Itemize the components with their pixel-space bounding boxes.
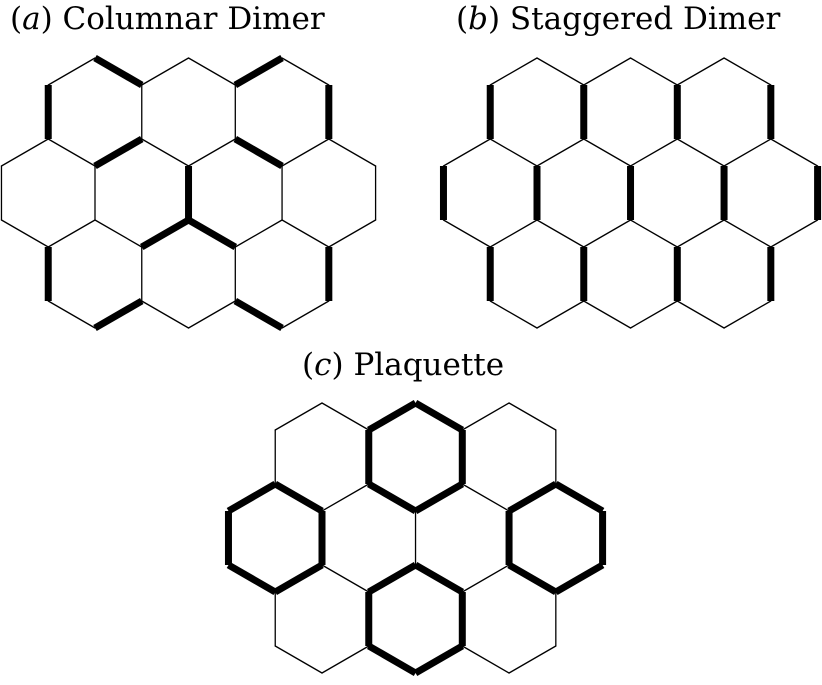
panel-b-bond <box>536 57 585 86</box>
panel-c-bond <box>461 645 510 674</box>
panel-a-bond <box>187 300 236 329</box>
panel-b-bond <box>629 300 678 329</box>
panel-b-letter: b <box>468 1 488 37</box>
panel-b-bond <box>489 138 538 167</box>
panel-c-dimer-bond <box>413 561 465 596</box>
panel-a-dimer-bond <box>93 54 144 89</box>
panel-a-letter: a <box>22 1 41 37</box>
panel-a-bond <box>328 138 377 167</box>
panel-b-bond <box>489 57 538 86</box>
panel-b-bond <box>723 300 772 329</box>
panel-a-dimer-bond <box>186 216 238 251</box>
panel-b-bond <box>676 219 725 248</box>
panel-c-dimer-bond <box>273 561 324 596</box>
panel-a-bond <box>141 57 190 86</box>
panel-c-dimer-bond <box>413 480 465 515</box>
panel-b-bond <box>676 300 725 329</box>
panel-a-bond <box>141 138 190 167</box>
panel-b-bond <box>536 300 585 329</box>
panel-c-name: Plaquette <box>353 347 505 383</box>
panel-a-bond <box>0 219 49 248</box>
panel-b-bond <box>583 219 632 248</box>
panel-a-bond <box>281 138 330 167</box>
panel-c-dimer-bond <box>507 480 558 515</box>
panel-b-bond <box>629 219 678 248</box>
panel-b-bond <box>583 138 632 167</box>
panel-c-dimer-bond <box>273 480 324 515</box>
panel-c-dimer-bond <box>507 561 558 596</box>
panel-b-bond <box>629 138 678 167</box>
panel-c-dimer-bond <box>554 561 605 596</box>
panel-b-bond <box>629 57 678 86</box>
panel-c-bond <box>461 564 510 593</box>
panel-b-bond <box>536 138 585 167</box>
panel-c-bond <box>508 645 557 674</box>
panel-c-title: (c) Plaquette <box>302 347 505 383</box>
panel-c-bond <box>274 645 323 674</box>
panel-a-bond <box>47 300 96 329</box>
panel-c-bond <box>508 402 557 431</box>
panel-a-bond <box>281 300 330 329</box>
panel-a-dimer-bond <box>233 135 284 170</box>
panel-b-bond <box>536 219 585 248</box>
panel-c-dimer-bond <box>413 399 465 434</box>
panel-c-dimer-bond <box>226 480 277 515</box>
panel-a-bond <box>187 57 236 86</box>
panel-c-bond <box>274 402 323 431</box>
panel-c-dimer-bond <box>413 642 465 677</box>
panel-c-dimer-bond <box>367 642 418 677</box>
panel-a-bond <box>281 219 330 248</box>
panel-a-bond <box>94 219 143 248</box>
panel-c-dimer-bond <box>367 480 418 515</box>
panel-a-bond <box>141 300 190 329</box>
panel-a-dimer-bond <box>233 297 284 332</box>
panel-a-bond <box>47 219 96 248</box>
panel-a-dimer-bond <box>93 297 144 332</box>
panel-b-bond <box>770 138 819 167</box>
panel-b-bond <box>489 219 538 248</box>
panel-b-bond <box>489 300 538 329</box>
panel-a-name: Columnar Dimer <box>62 1 325 37</box>
panel-c-dimer-bond <box>367 561 418 596</box>
panel-b-title: (b) Staggered Dimer <box>456 1 781 37</box>
panel-a-bond <box>187 138 236 167</box>
panel-b-bond <box>676 57 725 86</box>
panel-a-bond <box>47 57 96 86</box>
panel-a-bond <box>234 219 283 248</box>
panel-b-bond <box>442 219 491 248</box>
panel-a-dimer-bond <box>140 216 191 251</box>
panel-b-bond <box>583 57 632 86</box>
panel-a-dimer-bond <box>233 54 284 89</box>
panel-b-bond <box>770 219 819 248</box>
panel-c-dimer-bond <box>554 480 605 515</box>
panel-b-bond <box>723 219 772 248</box>
panel-a-dimer-bond <box>93 135 144 170</box>
panel-a-bond <box>281 57 330 86</box>
panel-b-bond <box>723 57 772 86</box>
panel-b-bond <box>676 138 725 167</box>
panel-c-bond <box>461 483 510 512</box>
panel-b-bond <box>442 138 491 167</box>
panel-c-bond <box>321 402 370 431</box>
panel-a-bond <box>0 138 49 167</box>
panel-c-bond <box>461 402 510 431</box>
panel-a-bond <box>47 138 96 167</box>
panel-c-bond <box>321 645 370 674</box>
panel-c-letter: c <box>314 347 332 383</box>
panel-c-dimer-bond <box>226 561 277 596</box>
panel-b-bond <box>583 300 632 329</box>
panel-b-name: Staggered Dimer <box>509 1 781 37</box>
panel-b-bond <box>723 138 772 167</box>
panel-c-bond <box>321 483 370 512</box>
panel-a-bond <box>328 219 377 248</box>
panel-a-title: (a) Columnar Dimer <box>10 1 325 37</box>
panel-c-bond <box>321 564 370 593</box>
panel-c-dimer-bond <box>367 399 418 434</box>
